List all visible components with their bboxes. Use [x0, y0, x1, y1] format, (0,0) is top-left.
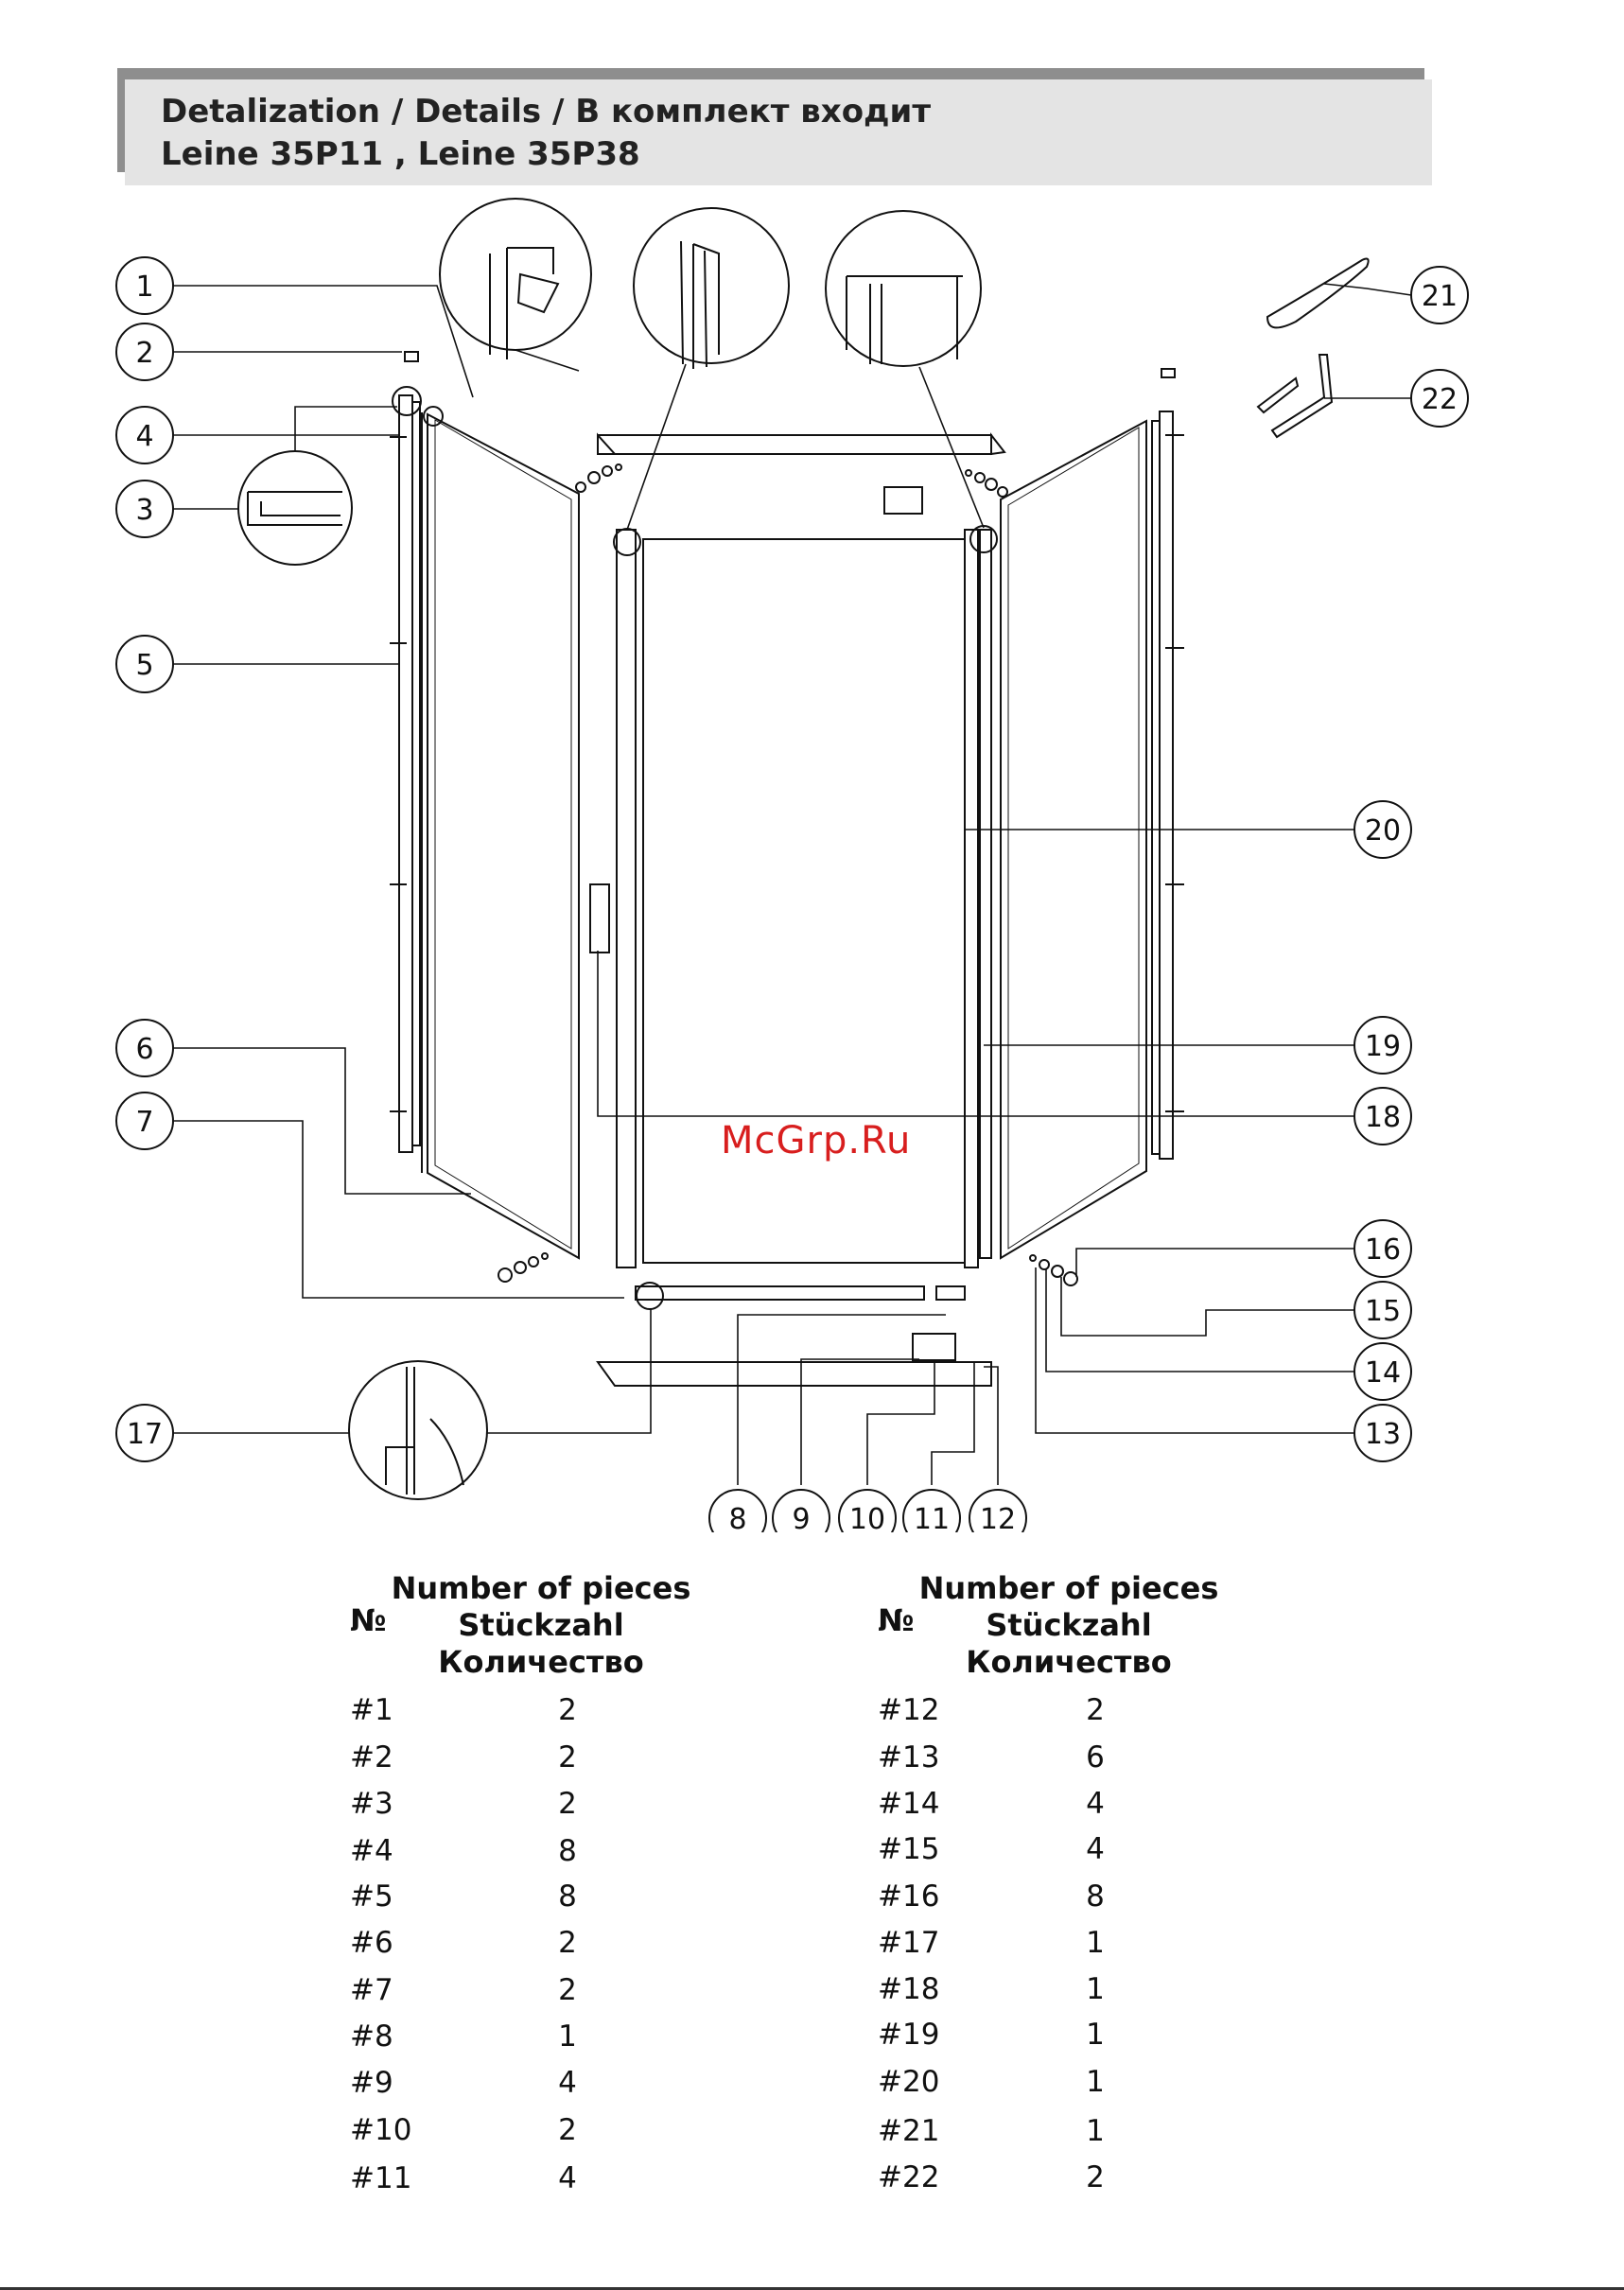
watermark: McGrp.Ru — [721, 1119, 912, 1162]
header-count-de: Stückzahl — [458, 1607, 624, 1643]
callout-14: 14 — [1353, 1342, 1412, 1401]
page-bottom-rule — [0, 2287, 1624, 2290]
callout-4: 4 — [115, 406, 174, 464]
detail-circle-profile-2 — [633, 207, 790, 364]
header-title-line2: Leine 35P11 , Leine 35P38 — [161, 135, 640, 173]
header-count-ru: Количество — [438, 1644, 644, 1680]
callout-12: 12 — [969, 1489, 1027, 1532]
header-box — [125, 79, 1432, 185]
door-handle — [589, 883, 610, 953]
left-door-inner — [434, 419, 572, 1250]
svg-text:21: 21 — [1422, 280, 1458, 313]
svg-text:20: 20 — [1365, 814, 1401, 848]
callout-3: 3 — [115, 480, 174, 538]
svg-text:18: 18 — [1365, 1101, 1401, 1134]
callout-15: 15 — [1353, 1281, 1412, 1339]
callout-1: 1 — [115, 256, 174, 315]
svg-text:22: 22 — [1422, 383, 1458, 416]
table-header-count: Number of pieces Stückzahl Количество — [371, 1570, 711, 1681]
detail-circle-profile-3 — [825, 210, 982, 367]
center-seal-profile — [979, 529, 992, 1259]
detail-circle-profile-1 — [439, 198, 592, 351]
callout-22: 22 — [1410, 369, 1469, 428]
tool-hex-key-22b — [1270, 354, 1334, 439]
svg-text:7: 7 — [135, 1106, 153, 1139]
left-wall-profile — [398, 394, 413, 1153]
center-right-profile — [964, 529, 979, 1268]
svg-text:11: 11 — [914, 1503, 950, 1532]
callout-19: 19 — [1353, 1016, 1412, 1075]
header-top-bar — [117, 68, 1424, 79]
table-header-count: Number of pieces Stückzahl Количество — [899, 1570, 1239, 1681]
callout-21: 21 — [1410, 266, 1469, 324]
callout-13: 13 — [1353, 1404, 1412, 1462]
svg-text:3: 3 — [135, 494, 153, 527]
header-count-ru: Количество — [966, 1644, 1172, 1680]
bottom-threshold — [635, 1285, 925, 1301]
bottom-rail — [596, 1361, 992, 1387]
detail-circle-cap — [237, 450, 353, 566]
header-title-line1: Detalization / Details / В комплект вход… — [161, 93, 932, 131]
svg-text:19: 19 — [1365, 1030, 1401, 1063]
center-left-profile — [616, 529, 637, 1268]
svg-text:10: 10 — [849, 1503, 885, 1532]
callout-10: 10 — [838, 1489, 897, 1532]
svg-text:4: 4 — [135, 420, 153, 453]
left-wall-seal — [411, 401, 421, 1146]
callout-17: 17 — [115, 1404, 174, 1462]
svg-text:13: 13 — [1365, 1418, 1401, 1451]
svg-text:5: 5 — [135, 649, 153, 682]
detail-circle-threshold-seal — [348, 1360, 488, 1500]
svg-text:12: 12 — [980, 1503, 1016, 1532]
callout-2: 2 — [115, 323, 174, 381]
svg-text:2: 2 — [135, 337, 153, 370]
svg-text:15: 15 — [1365, 1295, 1401, 1328]
callout-5: 5 — [115, 635, 174, 693]
left-door-glass — [427, 412, 580, 1260]
svg-text:16: 16 — [1365, 1233, 1401, 1267]
hardware-top-left — [575, 463, 622, 493]
callout-11: 11 — [902, 1489, 961, 1532]
right-door-glass — [1000, 419, 1147, 1260]
table-header-number: № — [350, 1602, 387, 1638]
header-left-bar — [117, 68, 125, 172]
header-count-en: Number of pieces — [918, 1570, 1219, 1606]
svg-text:17: 17 — [127, 1418, 163, 1451]
hinge-bracket-top — [883, 486, 923, 515]
callout-6: 6 — [115, 1019, 174, 1077]
callout-20: 20 — [1353, 800, 1412, 859]
tool-hex-key-22a — [1256, 376, 1300, 414]
hardware-top-right — [965, 469, 1008, 498]
header-count-en: Number of pieces — [391, 1570, 691, 1606]
tool-wrench-21 — [1266, 257, 1370, 329]
svg-text:9: 9 — [792, 1503, 810, 1532]
hardware-bottom-right — [1029, 1254, 1078, 1286]
assembly-diagram: 1 2 4 3 5 6 7 17 8 9 10 11 12 13 14 15 1… — [115, 198, 1469, 1532]
header-count-de: Stückzahl — [986, 1607, 1152, 1643]
callout-7: 7 — [115, 1092, 174, 1150]
svg-text:8: 8 — [728, 1503, 746, 1532]
svg-text:6: 6 — [135, 1033, 153, 1066]
svg-text:1: 1 — [135, 271, 153, 304]
callout-9: 9 — [772, 1489, 830, 1532]
table-header-number: № — [878, 1602, 915, 1638]
hardware-bottom-left — [498, 1252, 549, 1283]
callout-16: 16 — [1353, 1219, 1412, 1278]
right-wall-profile — [1159, 411, 1174, 1160]
callout-18: 18 — [1353, 1087, 1412, 1145]
callout-8: 8 — [708, 1489, 767, 1532]
svg-text:14: 14 — [1365, 1356, 1401, 1390]
hinge-bracket-bottom — [912, 1333, 956, 1361]
